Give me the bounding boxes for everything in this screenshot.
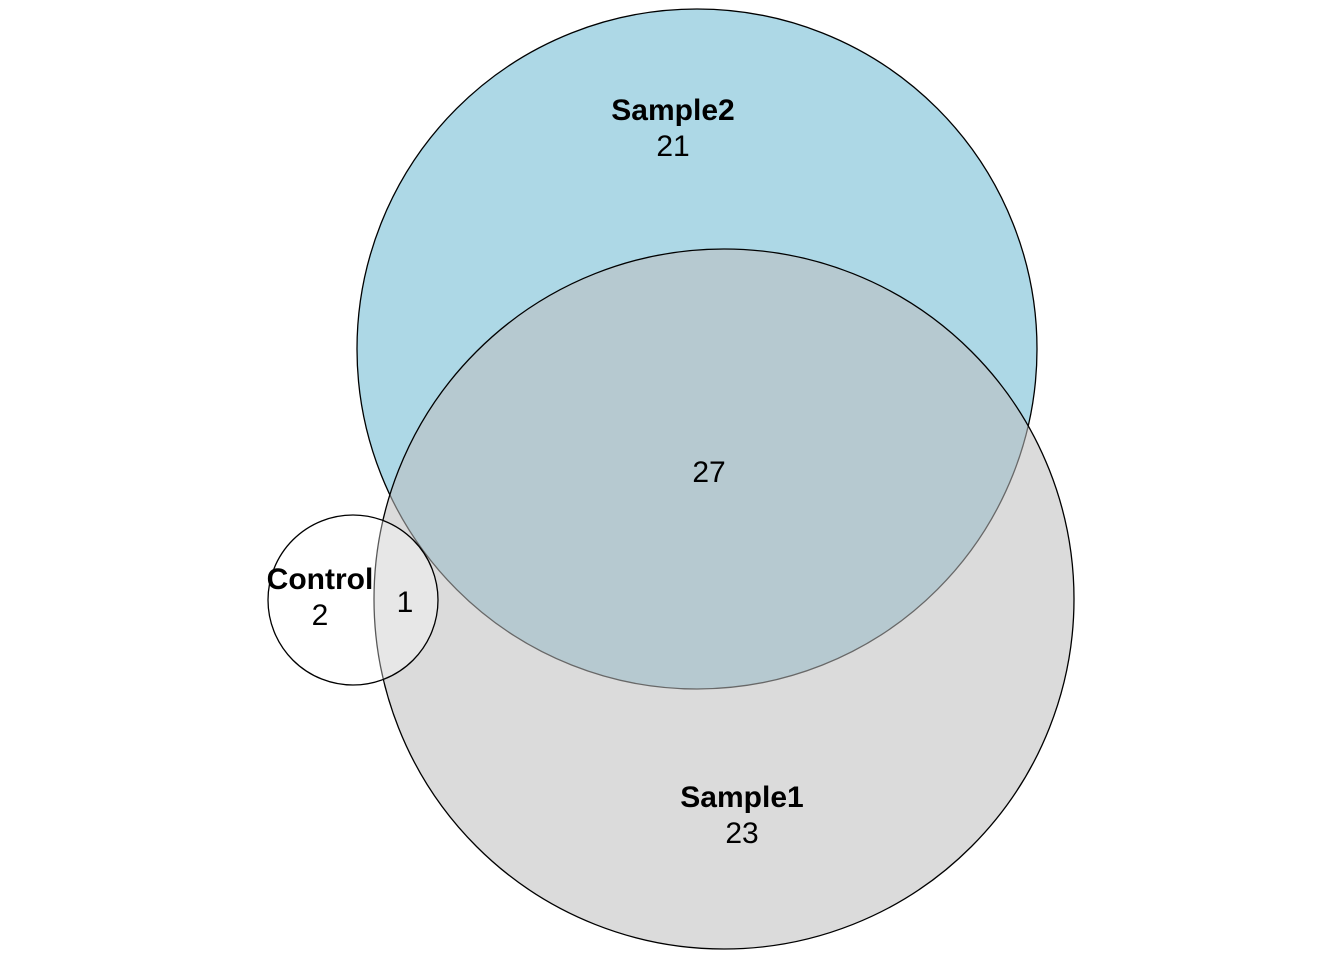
sample1-sample2-count: 27	[692, 456, 725, 489]
control-sample1-count: 1	[397, 586, 414, 619]
sample2-only-count: 21	[656, 130, 689, 163]
sample1-label: Sample1	[680, 781, 803, 814]
control-only-count: 2	[312, 599, 329, 632]
sample2-label: Sample2	[611, 94, 734, 127]
sample1-circle	[373, 248, 1075, 950]
sample1-only-count: 23	[725, 817, 758, 850]
control-label: Control	[267, 563, 374, 596]
control-circle	[267, 514, 439, 686]
